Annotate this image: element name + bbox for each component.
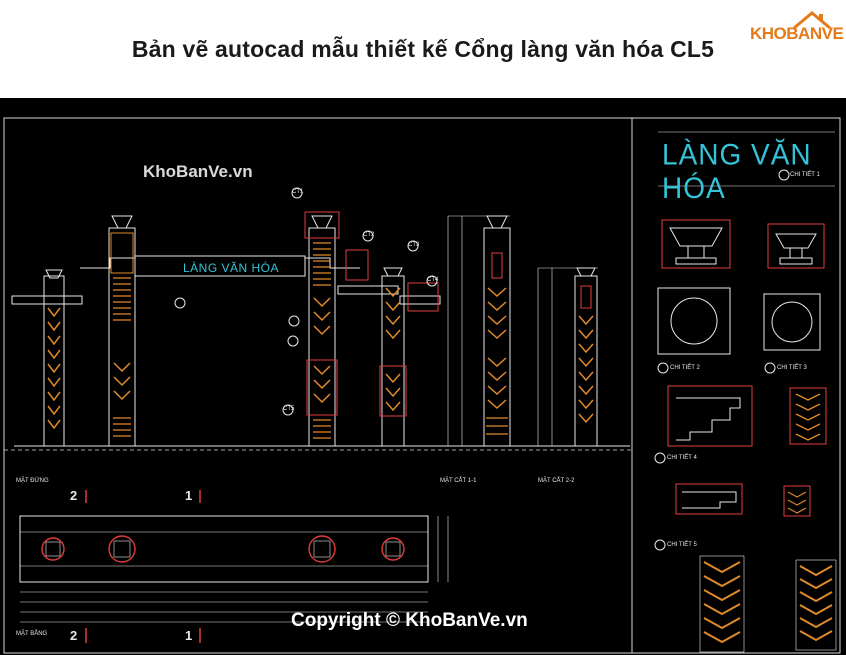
callout-ct1: CT1 [292, 189, 304, 195]
watermark-top: KhoBanVe.vn [143, 162, 253, 181]
label-chi-tiet-4: CHI TIẾT 4 [667, 455, 697, 461]
label-mat-cat-1: MẶT CẮT 1-1 [440, 478, 477, 484]
section-mark-1-bottom: 1 [185, 628, 193, 643]
callout-ct3: CT3 [408, 242, 420, 248]
label-chi-tiet-5: CHI TIẾT 5 [667, 542, 697, 548]
cad-drawing-canvas [3, 117, 841, 654]
gate-sign-text: LÀNG VĂN HÓA [183, 261, 280, 275]
house-roof-icon [793, 11, 831, 30]
label-chi-tiet-2: CHI TIẾT 2 [670, 365, 700, 371]
details-panel [654, 131, 837, 653]
page-title: Bản vẽ autocad mẫu thiết kế Cổng làng vă… [131, 36, 715, 62]
label-mat-cat-2: MẶT CẮT 2-2 [538, 478, 575, 484]
callout-ct4: CT4 [427, 277, 439, 283]
big-sign-text: LÀNG VĂN HÓA [662, 138, 812, 205]
cad-drawing: KhoBanVe.vn LÀNG VĂN HÓA LÀNG VĂN HÓA MẶ… [0, 98, 846, 655]
label-chi-tiet-3: CHI TIẾT 3 [777, 365, 807, 371]
front-elevation [11, 187, 630, 447]
callout-ct5: CT5 [283, 406, 295, 412]
label-chi-tiet-1: CHI TIẾT 1 [790, 172, 820, 178]
label-mat-bang: MẶT BẰNG [16, 631, 48, 637]
floor-plan [19, 490, 449, 643]
label-mat-dung: MẶT ĐỨNG [16, 478, 49, 484]
section-mark-2-bottom: 2 [70, 628, 78, 643]
section-mark-1-top: 1 [185, 488, 193, 503]
callout-ct2: CT2 [363, 232, 375, 238]
logo-text: KHOBANVE [750, 24, 844, 43]
frame-border [3, 117, 841, 654]
site-logo[interactable]: KHOBANVE [750, 10, 844, 54]
section-mark-2-top: 2 [70, 488, 78, 503]
watermark-bottom: Copyright © KhoBanVe.vn [291, 610, 528, 631]
